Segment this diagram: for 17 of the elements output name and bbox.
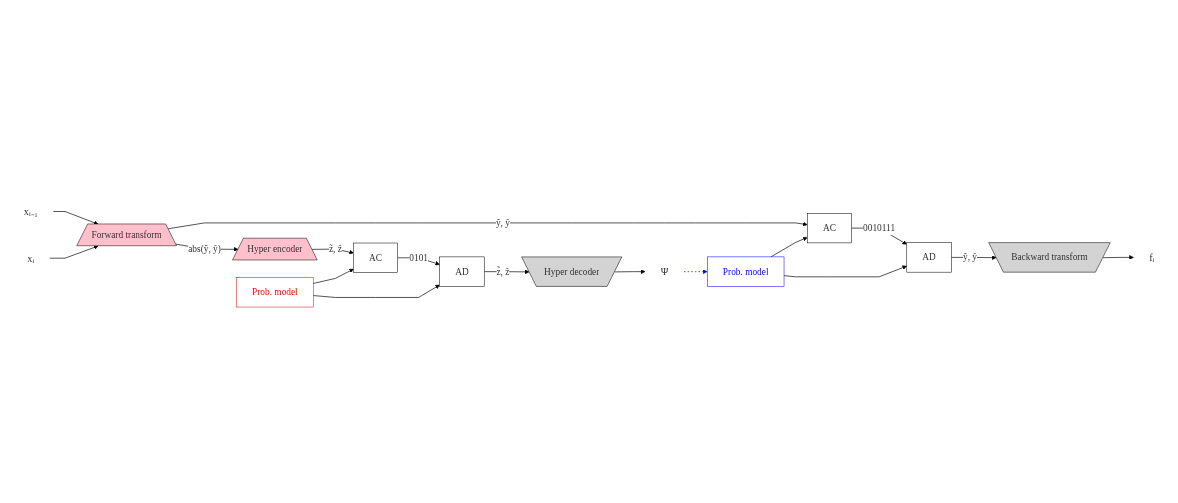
node-box: AC (353, 242, 398, 273)
edge-label: z̃, ẑ (496, 266, 510, 277)
node-text: Ψ (660, 265, 669, 278)
edge-label: ỹ, ŷ (963, 251, 978, 263)
node-box: Prob. model (236, 277, 314, 308)
edge-label: 0010111 (863, 222, 896, 234)
node-box: Prob. model (707, 256, 785, 287)
edge-label: z̃, ẑ (328, 243, 342, 255)
node-box: AD (906, 242, 952, 273)
edge-label: ỹ, ŷ (495, 217, 510, 228)
edge-label: abs(ỹ, ŷ) (188, 243, 221, 255)
node-text: xᵢ₋₁ (23, 205, 38, 218)
node-box: AC (807, 213, 852, 244)
node-text: fᵢ (1149, 251, 1155, 264)
node-text: xᵢ (27, 252, 35, 264)
edge-label: 0101 (409, 252, 428, 263)
node-box: AD (439, 256, 485, 287)
